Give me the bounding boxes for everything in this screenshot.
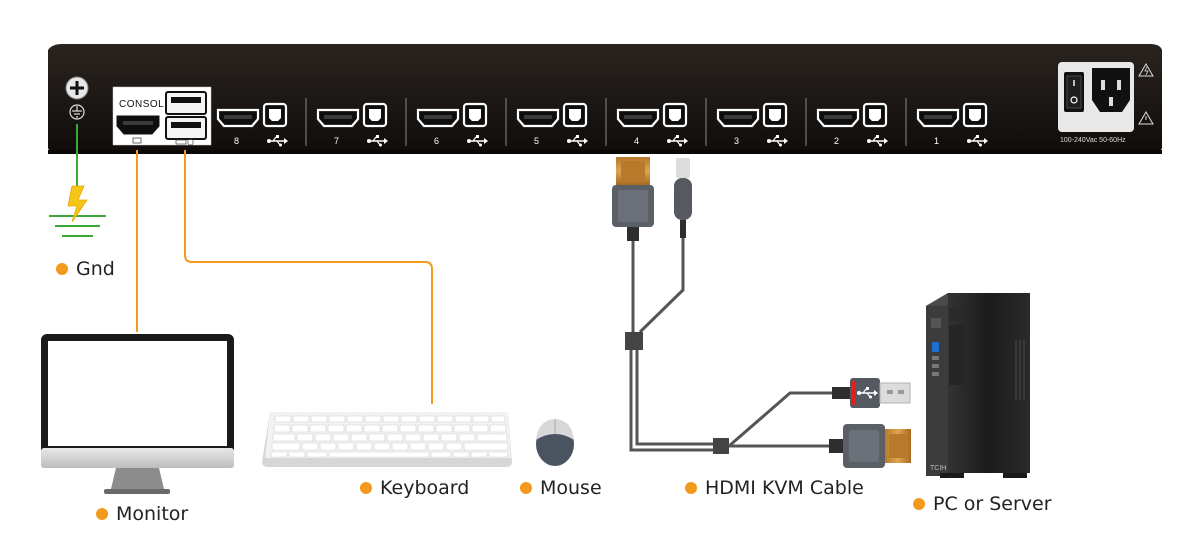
label-cable: HDMI KVM Cable: [685, 477, 864, 499]
orange-bullet-icon: [520, 482, 532, 494]
monitor-illustration: [41, 334, 234, 494]
hdmi-port-icon[interactable]: [916, 108, 960, 128]
label-pc: PC or Server: [913, 493, 1052, 515]
lightning-ground-icon: [49, 185, 106, 237]
label-monitor: Monitor: [96, 503, 188, 525]
console-hdmi-port[interactable]: [116, 115, 160, 135]
keyboard-mouse-symbol-icon: [175, 138, 194, 146]
port-number-2: 2: [834, 136, 839, 146]
label-keyboard-text: Keyboard: [380, 477, 470, 499]
port-number-7: 7: [334, 136, 339, 146]
label-pc-text: PC or Server: [933, 493, 1052, 515]
port-group-3: 3: [716, 102, 789, 148]
label-mouse: Mouse: [520, 477, 602, 499]
hdmi-port-icon[interactable]: [716, 108, 760, 128]
port-group-2: 2: [816, 102, 889, 148]
keyboard-illustration: [262, 412, 512, 467]
warning-icon: [1138, 63, 1154, 125]
orange-bullet-icon: [913, 498, 925, 510]
usb-b-port-icon[interactable]: [562, 102, 588, 128]
console-usb-a-port-top[interactable]: [165, 91, 207, 115]
port-group-7: 7: [316, 102, 389, 148]
keyboard-cable: [184, 150, 433, 404]
port-group-6: 6: [416, 102, 489, 148]
kvm-cable-illustration: [612, 157, 911, 468]
power-module: 100-240Vac 50-60Hz: [1058, 62, 1134, 144]
port-number-6: 6: [434, 136, 439, 146]
orange-bullet-icon: [685, 482, 697, 494]
ground-symbol-icon: [69, 104, 85, 120]
console-label: CONSOLE: [119, 99, 171, 110]
console-usb-a-port-bottom[interactable]: [165, 116, 207, 140]
orange-bullet-icon: [96, 508, 108, 520]
port-number-8: 8: [234, 136, 239, 146]
kvm-back-panel: [48, 44, 1162, 154]
label-monitor-text: Monitor: [116, 503, 189, 525]
console-block: CONSOLE: [112, 86, 212, 146]
mouse-illustration: [536, 419, 574, 466]
port-group-1: 1: [916, 102, 989, 148]
label-cable-text: HDMI KVM Cable: [705, 477, 864, 499]
label-gnd: Gnd: [56, 258, 115, 280]
usb-b-port-icon[interactable]: [862, 102, 888, 128]
port-number-4: 4: [634, 136, 639, 146]
monitor-symbol-icon: [132, 137, 142, 144]
port-number-1: 1: [934, 136, 939, 146]
hdmi-port-icon[interactable]: [316, 108, 360, 128]
label-keyboard: Keyboard: [360, 477, 469, 499]
hdmi-port-icon[interactable]: [516, 108, 560, 128]
orange-bullet-icon: [56, 263, 68, 275]
power-inlet-icon[interactable]: [1092, 68, 1130, 112]
orange-bullet-icon: [360, 482, 372, 494]
usb-b-port-icon[interactable]: [662, 102, 688, 128]
pc-tower-illustration: TCIH: [926, 293, 1030, 478]
usb-b-port-icon[interactable]: [262, 102, 288, 128]
hdmi-port-icon[interactable]: [416, 108, 460, 128]
hdmi-port-icon[interactable]: [616, 108, 660, 128]
port-group-8: 8: [216, 102, 289, 148]
label-gnd-text: Gnd: [76, 258, 115, 280]
port-group-5: 5: [516, 102, 589, 148]
label-mouse-text: Mouse: [540, 477, 602, 499]
pc-brand-logo: TCIH: [930, 465, 946, 472]
port-number-5: 5: [534, 136, 539, 146]
power-rating-text: 100-240Vac 50-60Hz: [1060, 137, 1126, 144]
usb-b-port-icon[interactable]: [762, 102, 788, 128]
port-number-3: 3: [734, 136, 739, 146]
hdmi-port-icon[interactable]: [216, 108, 260, 128]
usb-b-port-icon[interactable]: [462, 102, 488, 128]
ground-screw-icon: [65, 76, 89, 100]
power-switch-icon[interactable]: [1064, 72, 1084, 112]
port-group-4: 4: [616, 102, 689, 148]
hdmi-port-icon[interactable]: [816, 108, 860, 128]
usb-b-port-icon[interactable]: [362, 102, 388, 128]
usb-b-port-icon[interactable]: [962, 102, 988, 128]
